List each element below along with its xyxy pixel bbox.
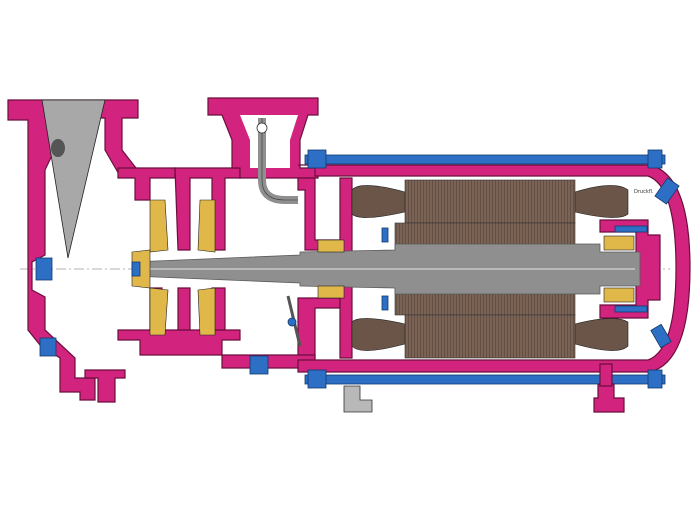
stator-endwinding-left-top (351, 185, 406, 218)
suction-housing (7, 99, 139, 401)
bearing-cap-bolt-top (614, 225, 648, 233)
tie-rod-top (304, 154, 666, 165)
tie-rod-bottom-nut-left (307, 369, 327, 389)
stage-housing (117, 167, 176, 201)
stator-endwinding-right-bottom (574, 318, 629, 351)
suction-housing-bottom (84, 369, 126, 403)
rear-bearing-top (603, 235, 635, 251)
motor-foot-right (593, 383, 625, 413)
vent-plug (256, 122, 268, 134)
bearing-cap-bolt-bottom (614, 305, 648, 313)
stator-endwinding-right-top (574, 185, 629, 218)
endshield-bolt-bottom (650, 323, 672, 349)
pump-foot-bolt (249, 355, 269, 375)
stator-core-bottom (404, 314, 576, 359)
suction-drain-bolt (35, 257, 53, 281)
suction-foot-bolt (39, 337, 57, 357)
tie-rod-bottom (304, 374, 666, 385)
stage-housing-lower (117, 329, 241, 356)
intermediate-wall-lower (297, 297, 341, 359)
drain-lever-pivot (287, 317, 297, 327)
motor-foot-right-top (599, 363, 613, 387)
seal-bolt-small (381, 295, 389, 311)
impeller-1 (149, 199, 169, 253)
tie-rod-bottom-nut-right (647, 369, 663, 389)
motor-housing (297, 164, 691, 373)
endshield-bolt-top (654, 177, 680, 205)
motor-foot-left (343, 385, 373, 413)
inlet-cone-mark (51, 139, 65, 157)
mechanical-seal-bottom (317, 285, 345, 299)
stator-core-top (404, 179, 576, 224)
tie-rod-top-nut-left (307, 149, 327, 169)
mechanical-seal-top (317, 239, 345, 253)
flange-bolt-small (381, 227, 389, 243)
impeller-3 (149, 287, 169, 336)
shaft-nut (131, 261, 141, 277)
rear-bearing-bottom (603, 287, 635, 303)
tie-rod-top-nut-right (647, 149, 663, 169)
impeller-2 (197, 199, 216, 253)
intermediate-wall (297, 177, 341, 251)
stator-endwinding-left-bottom (351, 318, 406, 351)
pressure-label: Druckfl. (634, 189, 654, 195)
discharge-inner (240, 115, 298, 168)
vent-pipe-outline (261, 118, 298, 201)
inlet-cone (41, 99, 106, 259)
impeller-4 (197, 287, 216, 336)
